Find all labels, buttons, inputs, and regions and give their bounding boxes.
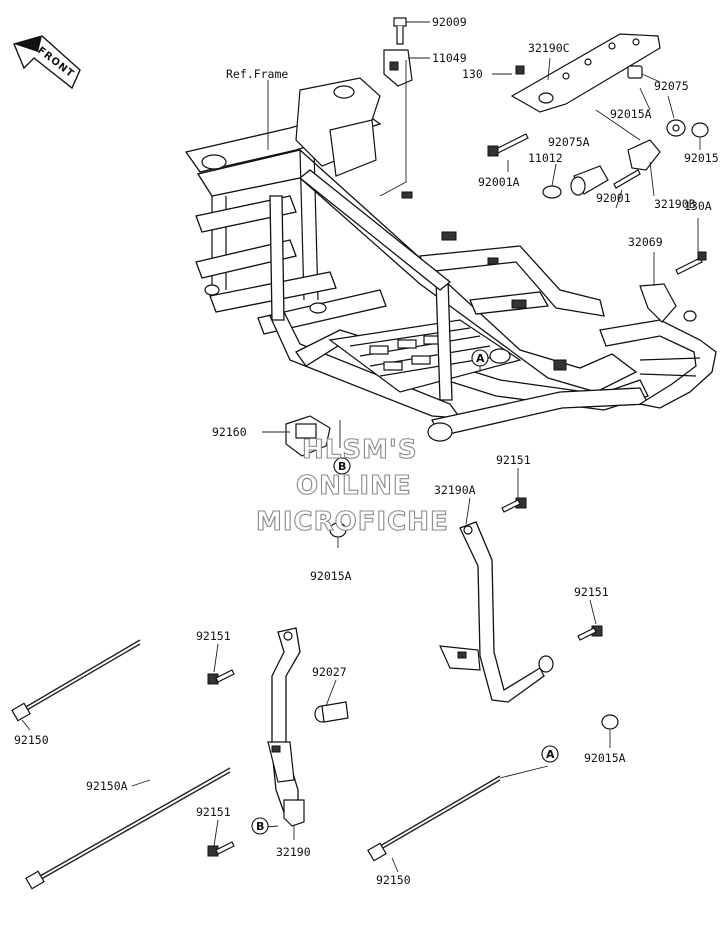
leader-lines: [21, 21, 701, 873]
part-label-92027: 92027: [312, 665, 347, 679]
part-label-92015a-low: 92015A: [584, 751, 626, 765]
watermark-line-1: HLSM'S: [302, 435, 418, 465]
part-labels: 92009 11049 32190C 130 92075 92015A 9207…: [14, 15, 719, 887]
part-label-32190b: 32190B: [654, 197, 696, 211]
part-label-32190a: 32190A: [434, 483, 476, 497]
callout-b-frame: B: [333, 457, 351, 475]
part-label-92150-b: 92150: [376, 873, 411, 887]
part-label-32190c: 32190C: [528, 41, 570, 55]
part-label-92015a-mid: 92015A: [310, 569, 352, 583]
part-92160-block: [285, 415, 331, 457]
part-label-92151-c: 92151: [196, 629, 231, 643]
part-label-11049: 11049: [432, 51, 467, 65]
svg-text:A: A: [476, 352, 485, 365]
callouts: A B A B: [251, 349, 559, 835]
part-label-92075: 92075: [654, 79, 689, 93]
watermark: HLSM'S ONLINE MICROFICHE: [255, 434, 449, 537]
watermark-line-3: MICROFICHE: [256, 507, 449, 537]
watermark-line-2: ONLINE: [296, 471, 412, 501]
frame-reference-label: Ref.Frame: [226, 67, 288, 81]
callout-a-frame: A: [471, 349, 489, 367]
upper-mount-parts: [383, 17, 709, 323]
part-label-92150-a: 92150: [14, 733, 49, 747]
part-label-92160: 92160: [212, 425, 247, 439]
part-label-92150a: 92150A: [86, 779, 128, 793]
lower-brackets: [11, 497, 619, 890]
part-label-130a: 130A: [684, 199, 712, 213]
part-label-92151-b: 92151: [574, 585, 609, 599]
part-label-92151-d: 92151: [196, 805, 231, 819]
frame-assembly: [184, 77, 717, 442]
part-label-92015: 92015: [684, 151, 719, 165]
part-label-92009: 92009: [432, 15, 467, 29]
svg-text:B: B: [256, 820, 264, 833]
svg-text:B: B: [338, 460, 346, 473]
part-label-32190: 32190: [276, 845, 311, 859]
part-label-92015a-top: 92015A: [610, 107, 652, 121]
part-label-92001a: 92001A: [478, 175, 520, 189]
part-label-92151-a: 92151: [496, 453, 531, 467]
callout-a-bolt: A: [541, 745, 559, 763]
front-arrow-icon: FRONT: [13, 35, 81, 90]
callout-b-bracket: B: [251, 817, 269, 835]
part-label-92001: 92001: [596, 191, 631, 205]
svg-text:A: A: [546, 748, 555, 761]
part-label-92075a: 92075A: [548, 135, 590, 149]
part-label-32069: 32069: [628, 235, 663, 249]
part-label-11012: 11012: [528, 151, 563, 165]
part-label-130: 130: [462, 67, 483, 81]
